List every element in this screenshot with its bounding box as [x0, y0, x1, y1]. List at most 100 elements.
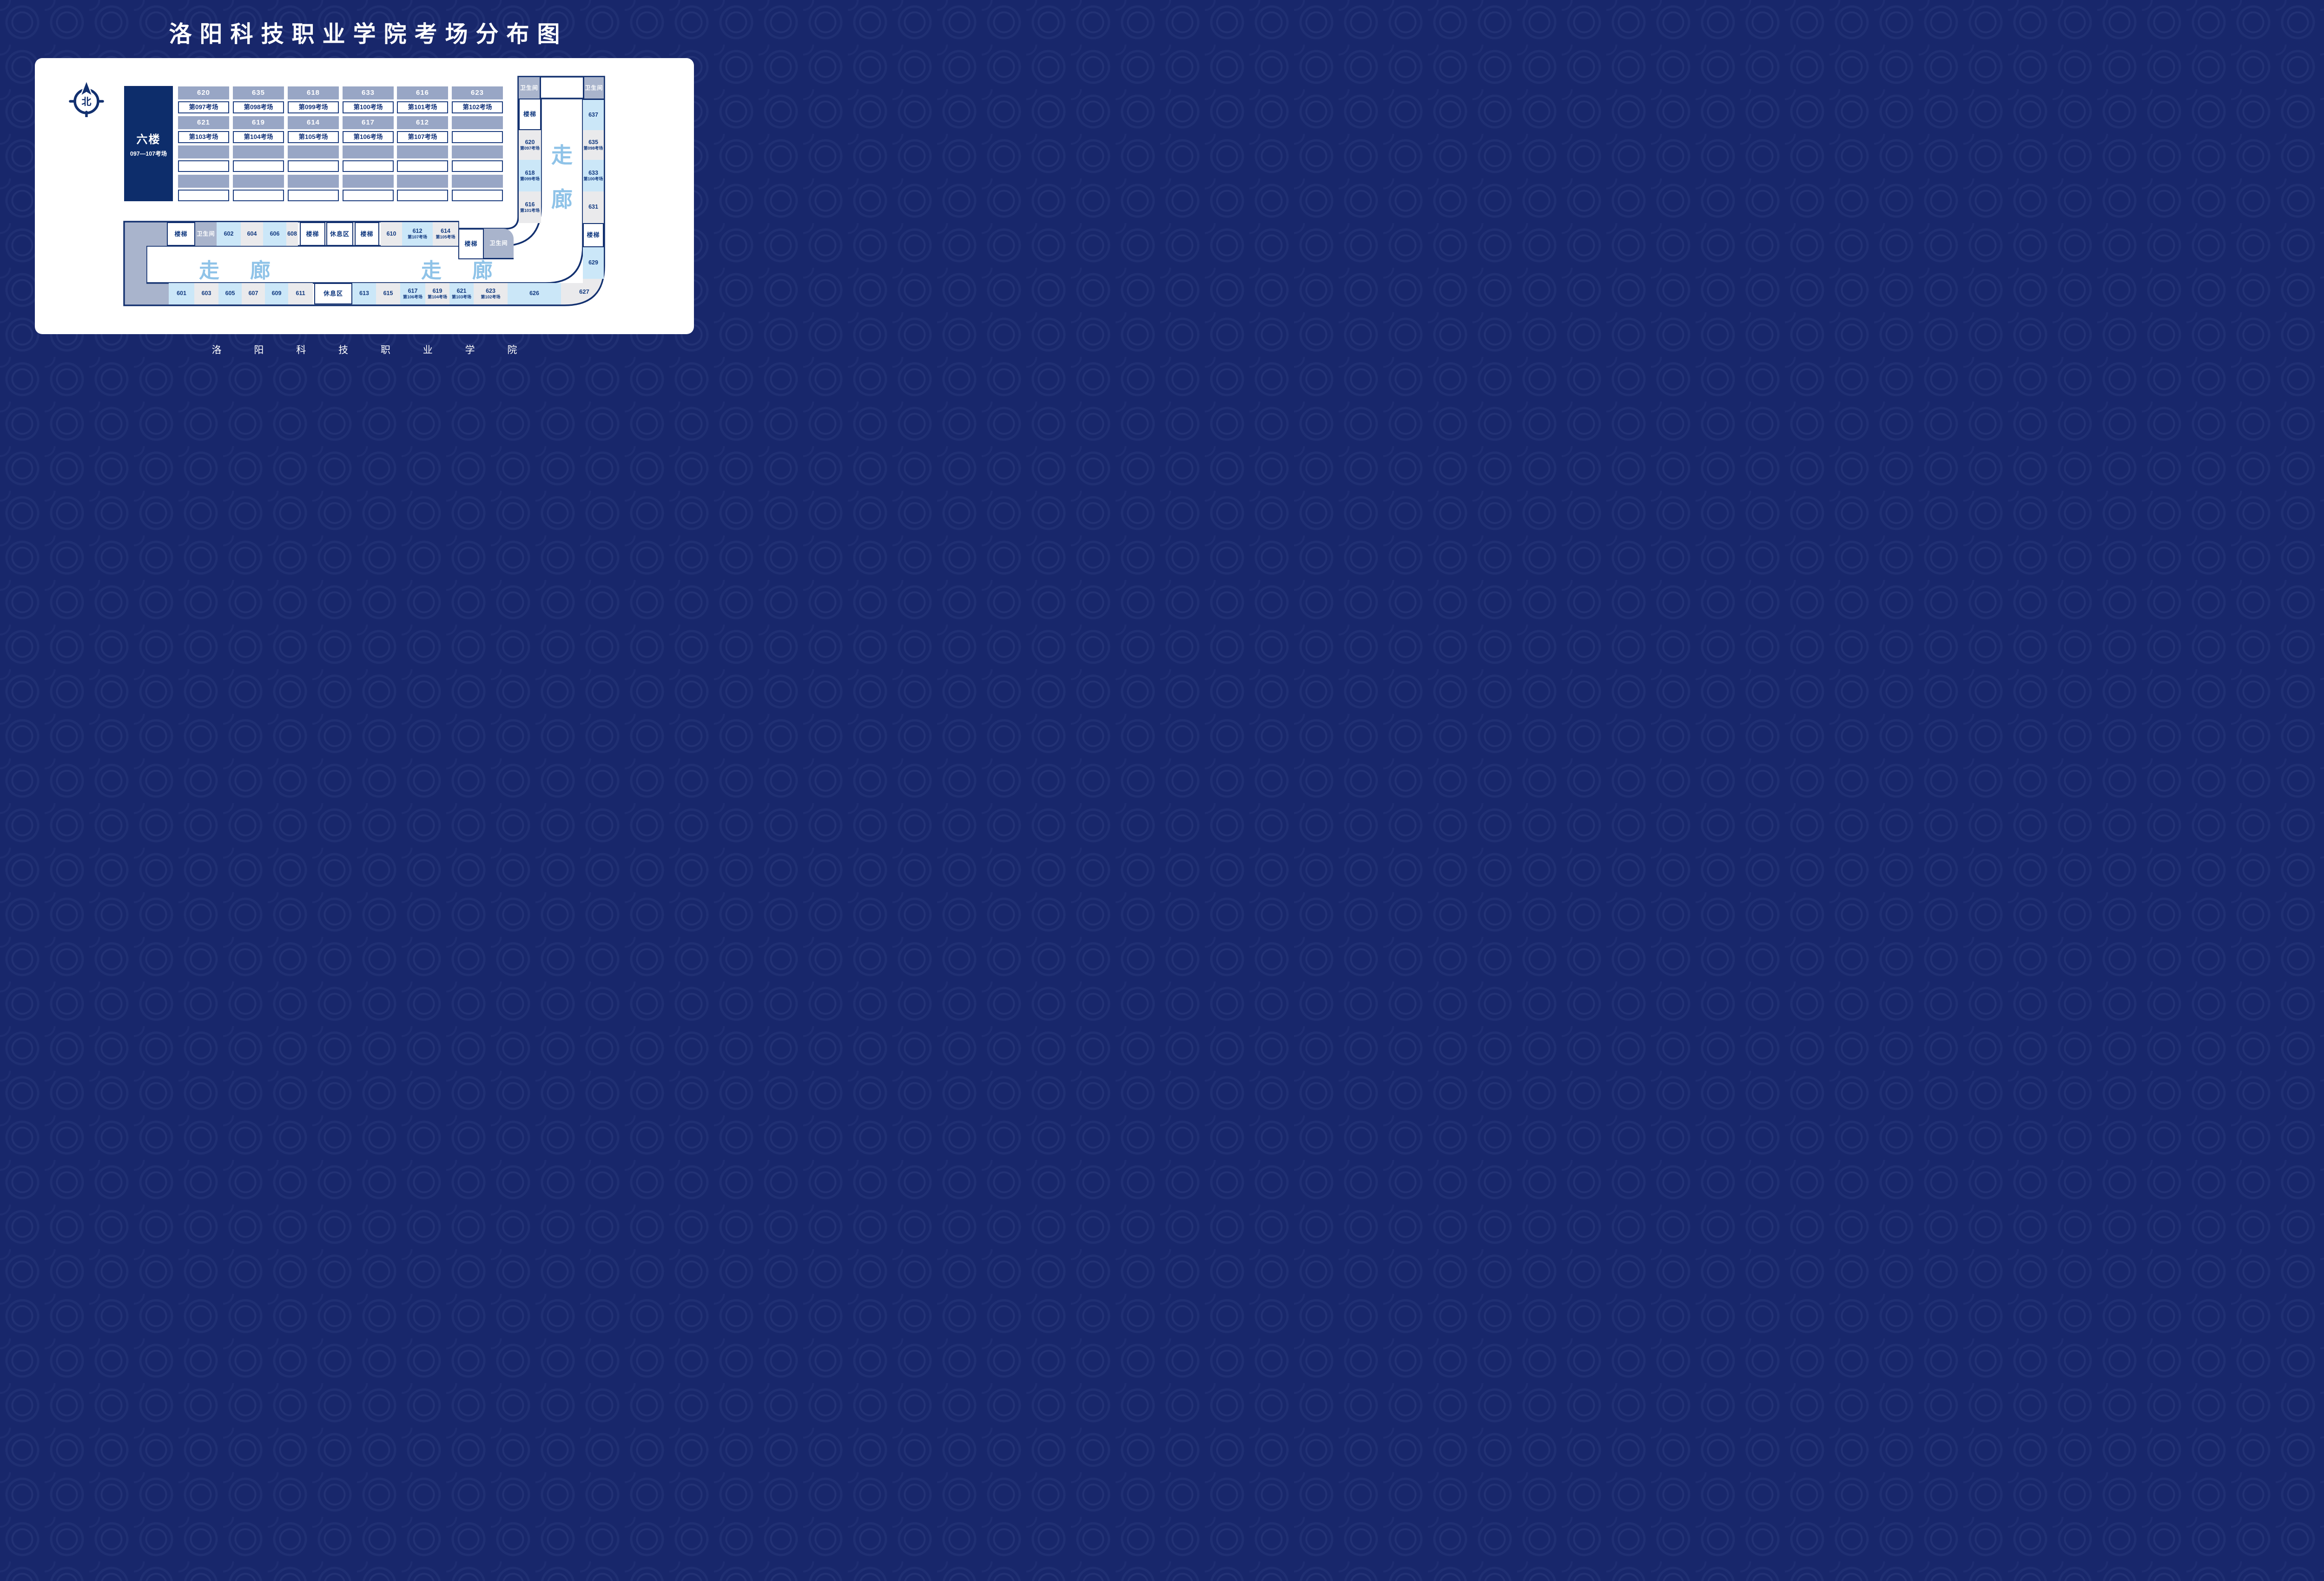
room-cell: 613	[352, 283, 376, 304]
grid-blank	[288, 145, 339, 158]
grid-exam-label: 第101考场	[397, 101, 448, 113]
room-cell: 610	[381, 222, 402, 246]
grid-blank	[343, 190, 394, 201]
grid-blank	[343, 160, 394, 172]
grid-blank	[397, 190, 448, 201]
room-number: 620	[525, 138, 535, 145]
stairs-cell: 楼梯	[355, 222, 379, 246]
floor-range-label: 097—107考场	[130, 150, 167, 157]
grid-blank	[178, 175, 229, 188]
room-number: 619	[432, 287, 442, 294]
floor-label: 六楼	[136, 133, 161, 146]
exam-room-label: 第098考场	[583, 145, 603, 151]
corridor-label: 走	[551, 143, 573, 167]
grid-blank	[233, 190, 284, 201]
restroom-cell: 卫生间	[583, 77, 604, 99]
grid-room: 618	[288, 86, 339, 99]
room-cell: 607	[242, 283, 265, 304]
school-name-footer: 洛 阳 科 技 职 业 学 院	[211, 345, 532, 356]
room-cell: 617 第106考场	[400, 283, 425, 304]
page-title: 洛阳科技职业学院考场分布图	[169, 22, 568, 47]
grid-blank	[452, 160, 503, 172]
grid-exam-label: 第098考场	[233, 101, 284, 113]
grid-blank	[397, 175, 448, 188]
grid-room: 635	[233, 86, 284, 99]
exam-room-label: 第097考场	[520, 145, 540, 151]
room-number: 621	[456, 287, 467, 294]
rest-area-cell: 休息区	[314, 283, 352, 304]
exam-room-label: 第100考场	[583, 176, 603, 181]
grid-blank	[452, 190, 503, 201]
grid-blank	[343, 175, 394, 188]
room-cell: 619 第104考场	[425, 283, 449, 304]
room-number: 623	[486, 287, 495, 294]
room-number: 633	[588, 169, 598, 176]
room-cell: 621 第103考场	[449, 283, 474, 304]
room-number: 614	[441, 228, 450, 235]
grid-exam-label: 第097考场	[178, 101, 229, 113]
grid-blank	[178, 145, 229, 158]
exam-room-label: 第101考场	[520, 208, 540, 213]
room-cell: 606	[263, 222, 286, 246]
grid-blank	[397, 145, 448, 158]
grid-exam-label: 第106考场	[343, 131, 394, 143]
room-cell: 623 第102考场	[474, 283, 508, 304]
room-cell: 626	[508, 283, 561, 304]
grid-blank	[452, 145, 503, 158]
restroom-cell: 卫生间	[519, 77, 541, 99]
grid-room: 620	[178, 86, 229, 99]
room-number: 612	[412, 228, 423, 235]
room-cell: 604	[241, 222, 263, 246]
grid-exam-label: 第100考场	[343, 101, 394, 113]
exam-room-label: 第106考场	[403, 294, 423, 299]
grid-exam-label: 第103考场	[178, 131, 229, 143]
room-cell: 620 第097考场	[519, 130, 541, 160]
corridor-label: 廊	[472, 259, 493, 282]
floor-block: 六楼 097—107考场	[124, 86, 173, 201]
room-cell: 615	[376, 283, 400, 304]
room-cell: 635 第098考场	[583, 130, 604, 160]
grid-room: 614	[288, 116, 339, 129]
restroom-cell: 卫生间	[484, 229, 514, 259]
grid-exam-label-empty	[452, 131, 503, 143]
room-number: 635	[588, 138, 598, 145]
restroom-cell: 卫生间	[195, 222, 217, 246]
exam-room-label: 第107考场	[407, 235, 428, 240]
exam-room-label: 第099考场	[520, 176, 540, 181]
room-cell: 603	[194, 283, 218, 304]
grid-blank	[288, 160, 339, 172]
stairs-cell: 楼梯	[167, 222, 195, 246]
corridor-label: 走	[421, 259, 442, 282]
grid-blank	[288, 175, 339, 188]
room-cell: 614 第105考场	[433, 222, 458, 246]
corridor-label: 廊	[551, 187, 573, 211]
room-cell: 633 第100考场	[583, 160, 604, 191]
room-cell: 611	[288, 283, 313, 304]
grid-room: 623	[452, 86, 503, 99]
compass-icon: 北	[68, 79, 105, 118]
room-cell-627-label: 627	[579, 288, 589, 295]
room-number: 618	[525, 169, 535, 176]
room-cell: 605	[218, 283, 242, 304]
grid-blank	[233, 160, 284, 172]
exam-room-label: 第102考场	[481, 294, 501, 299]
exam-room-label: 第105考场	[436, 235, 456, 240]
stairs-cell: 楼梯	[583, 223, 604, 247]
room-cell: 616 第101考场	[519, 191, 541, 223]
room-cell: 629	[583, 247, 604, 279]
room-number: 616	[525, 201, 535, 208]
stairs-cell: 楼梯	[300, 222, 325, 246]
exam-room-label: 第103考场	[451, 294, 472, 299]
rest-area-cell: 休息区	[326, 222, 353, 246]
grid-blank	[178, 190, 229, 201]
grid-blank	[288, 190, 339, 201]
grid-room: 616	[397, 86, 448, 99]
corridor-label: 走	[199, 259, 219, 282]
grid-exam-label: 第104考场	[233, 131, 284, 143]
grid-exam-label: 第107考场	[397, 131, 448, 143]
grid-blank	[233, 175, 284, 188]
end-block	[125, 284, 169, 304]
grid-room: 621	[178, 116, 229, 129]
room-number: 617	[408, 287, 418, 294]
north-label: 北	[82, 97, 92, 107]
